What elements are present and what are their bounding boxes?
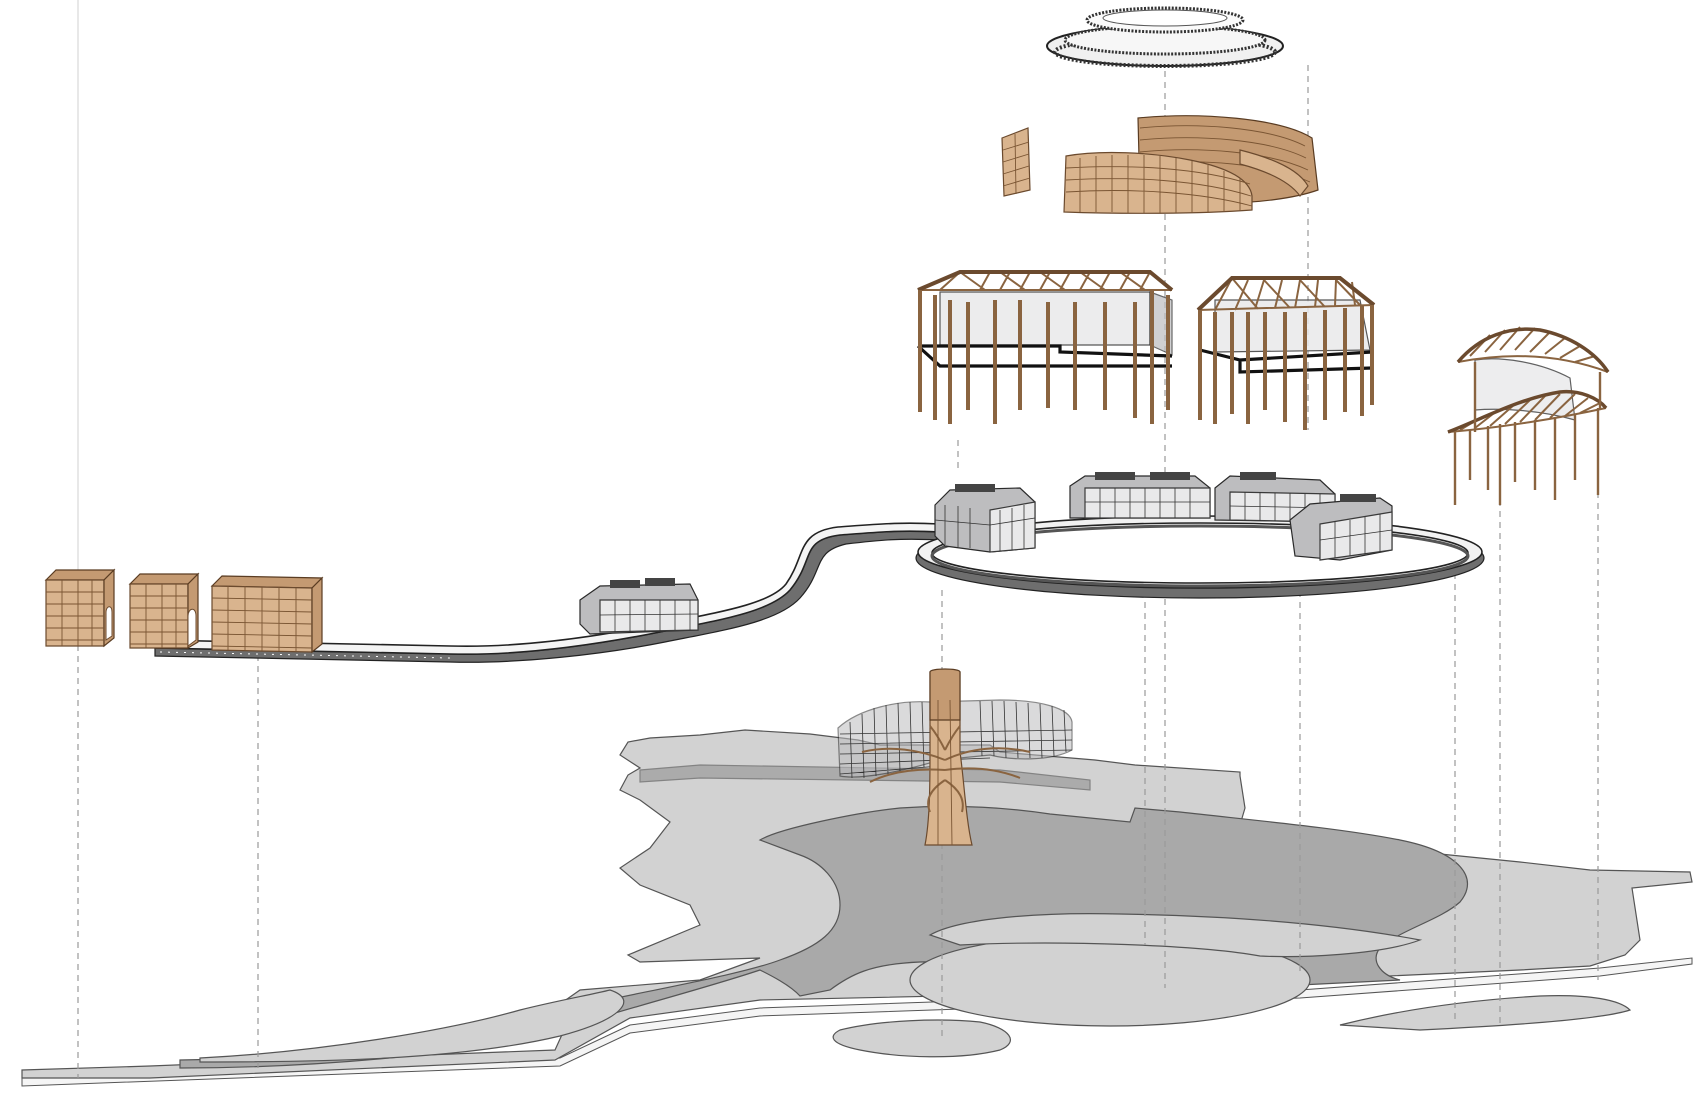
walkway-module [1069,472,1211,519]
module-front [1084,487,1211,519]
ground-lawn-left [199,989,625,1063]
block-arch [105,606,113,641]
walkway-rail-ticks [159,651,451,659]
entrance-block [210,575,324,654]
seating-plank [1002,133,1031,195]
pavilion-right [1196,276,1376,430]
pavilion-left-glass-wall [939,291,1151,346]
block-planks [211,586,313,652]
ground-lawn-lower [832,1019,1011,1058]
timber-frame-pavilions [916,270,1376,430]
module-front [1319,511,1393,561]
module-roof-unit [1095,472,1135,480]
pavilion-left [916,270,1174,424]
pavilion-left-ridge [917,270,1174,292]
corner-pavilion-upper-ridge [1456,327,1610,373]
seating-plank [1065,155,1253,213]
roof-canopy-rings [1046,6,1284,68]
ring-inner [1063,24,1267,56]
entrance-block [44,568,116,648]
block-planks [46,580,104,646]
block-arch [187,608,197,647]
tree-top-column [929,668,961,721]
ground-shadow-strip [639,764,1091,791]
corner-pavilion-glass [1474,358,1576,421]
walkway-module [1289,494,1393,561]
block-top [44,569,116,581]
pavilion-left-floor-beam [916,344,1173,368]
block-planks [130,584,188,648]
entrance-timber-blocks [44,568,324,654]
ground-paths [179,805,1469,1069]
entrance-block [128,572,200,650]
tree-lattice-canopy [837,668,1073,846]
module-roof-unit [610,580,640,588]
module-roof-unit [645,578,675,586]
module-front [599,599,699,633]
walkway-module [934,484,1036,553]
module-mullions [934,505,1036,551]
block-front [45,579,105,647]
seating-detached-panel [1001,127,1031,197]
corner-timber-pavilion [1447,326,1610,505]
ring-top-inner [1102,9,1228,27]
block-front [129,583,189,649]
seating-front-wall [1063,151,1253,214]
module-mullions [1319,514,1393,558]
curved-timber-seating [1001,115,1319,214]
module-roof-unit [955,484,995,492]
module-roof-unit [1340,494,1376,502]
tree-trunk-lines [937,699,953,846]
module-roof-unit [1150,472,1190,480]
ground-lawn-right [1339,995,1632,1031]
pavilion-right-ridge [1196,276,1376,312]
module-mullions [1085,488,1210,518]
module-roof-unit [1240,472,1276,480]
seating-plank [1139,125,1311,183]
walkway-module [579,578,699,635]
block-side [311,576,323,654]
block-top [128,573,200,585]
module-mullions [599,600,699,632]
loop-ring-inner-edge [930,524,1470,588]
ground-plaza-plan [21,729,1693,1087]
module-front [989,501,1036,553]
ground-lawn-upper [928,913,1423,958]
seating-steps [1239,149,1309,197]
tree-branches [861,725,1031,813]
elevated-loop-walkway-with-modules [154,472,1485,663]
